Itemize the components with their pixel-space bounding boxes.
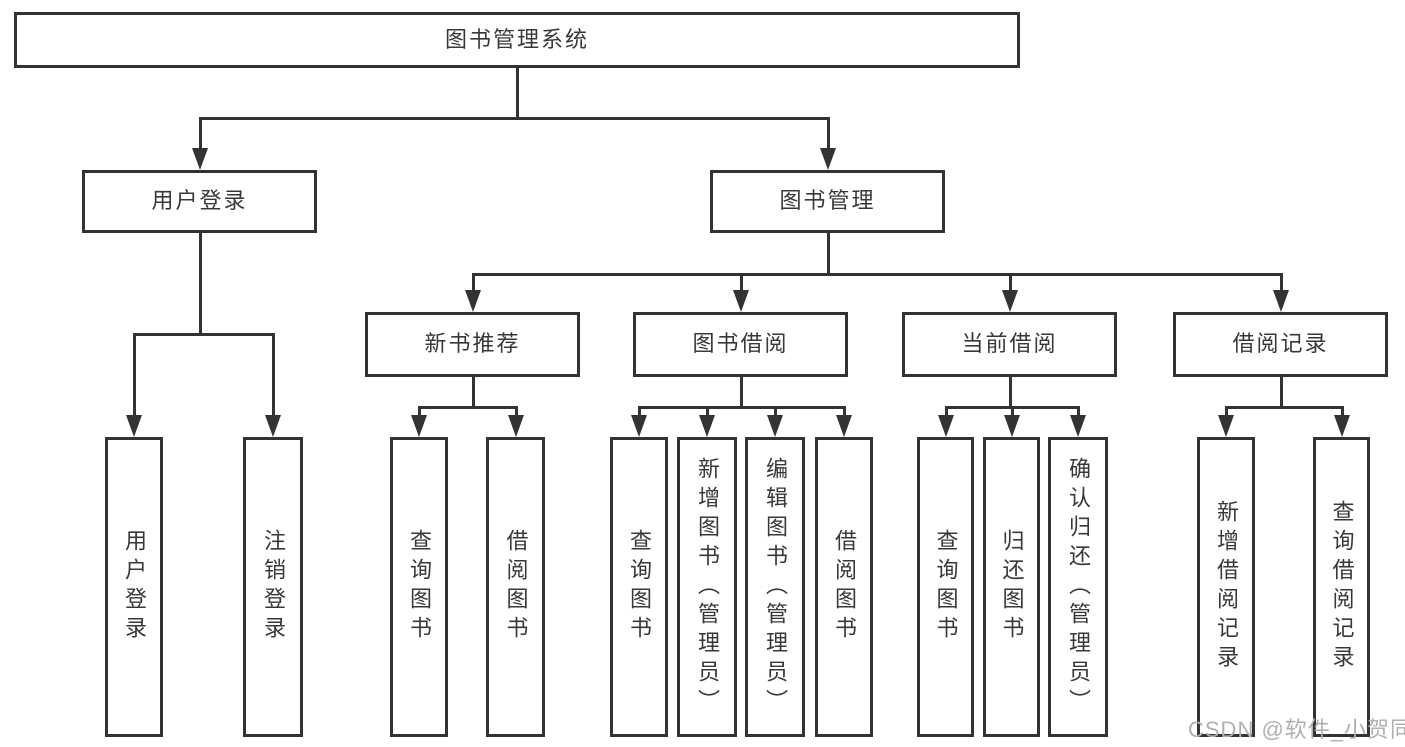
connector-bus-book-management <box>471 273 1283 276</box>
arrowhead-down-bb-query-books <box>631 415 647 437</box>
arrowhead-down-user-login <box>126 415 142 437</box>
arrowhead-down-new-book-recommend <box>465 290 481 312</box>
connector-drop-nb-borrow-books <box>514 406 518 419</box>
arrowhead-down-user-login-branch <box>192 148 208 170</box>
node-book-management: 图书管理 <box>710 170 945 233</box>
node-label-bb-borrow-books: 借阅图书 <box>832 529 857 645</box>
node-label-br-query-record: 查询借阅记录 <box>1329 500 1355 674</box>
arrowhead-down-nb-borrow-books <box>508 415 524 437</box>
node-cb-return-books: 归还图书 <box>983 437 1040 737</box>
node-new-book-recommend: 新书推荐 <box>365 312 580 377</box>
connector-drop-cb-query-books <box>944 406 948 419</box>
arrowhead-down-book-management <box>820 148 836 170</box>
arrowhead-down-bb-add-books <box>699 415 715 437</box>
connector-drop-book-management <box>826 117 830 152</box>
connector-drop-br-add-record <box>1224 406 1228 419</box>
node-label-nb-borrow-books: 借阅图书 <box>503 529 529 645</box>
node-label-user-login-branch: 用户登录 <box>151 188 248 214</box>
node-cb-query-books: 查询图书 <box>917 437 974 737</box>
connector-stem-new-book-recommend <box>471 377 475 409</box>
connector-drop-cb-confirm-return <box>1076 406 1080 419</box>
node-current-borrow: 当前借阅 <box>902 312 1117 377</box>
connector-drop-new-book-recommend <box>471 273 475 294</box>
node-br-add-record: 新增借阅记录 <box>1197 437 1255 737</box>
node-nb-query-books: 查询图书 <box>390 437 448 737</box>
connector-drop-br-query-record <box>1340 406 1344 419</box>
node-label-cb-return-books: 归还图书 <box>999 529 1025 645</box>
arrowhead-down-cb-return-books <box>1004 415 1020 437</box>
node-br-query-record: 查询借阅记录 <box>1313 437 1370 737</box>
connector-stem-book-borrow <box>739 377 743 409</box>
arrowhead-down-cb-query-books <box>938 415 954 437</box>
connector-drop-logout <box>271 333 275 419</box>
node-library-system: 图书管理系统 <box>14 12 1020 68</box>
node-label-br-add-record: 新增借阅记录 <box>1214 500 1239 674</box>
connector-stem-current-borrow <box>1008 377 1012 409</box>
node-bb-borrow-books: 借阅图书 <box>815 437 873 737</box>
node-cb-confirm-return: 确认归还（管理员） <box>1048 437 1108 737</box>
node-label-user-login: 用户登录 <box>122 529 147 645</box>
node-nb-borrow-books: 借阅图书 <box>486 437 545 737</box>
connector-bus-book-borrow <box>637 406 846 409</box>
arrowhead-down-br-query-record <box>1334 415 1350 437</box>
node-borrow-records: 借阅记录 <box>1173 312 1388 377</box>
connector-drop-book-borrow <box>739 273 743 294</box>
connector-drop-current-borrow <box>1008 273 1012 294</box>
arrowhead-down-cb-confirm-return <box>1070 415 1086 437</box>
node-label-bb-edit-books: 编辑图书（管理员） <box>763 456 788 718</box>
connector-stem-borrow-records <box>1279 377 1283 409</box>
connector-stem-library-system <box>515 68 519 120</box>
node-label-new-book-recommend: 新书推荐 <box>424 331 521 357</box>
arrowhead-down-bb-borrow-books <box>836 415 852 437</box>
node-bb-edit-books: 编辑图书（管理员） <box>745 437 805 737</box>
node-user-login-branch: 用户登录 <box>82 170 317 233</box>
arrowhead-down-bb-edit-books <box>767 415 783 437</box>
connector-drop-bb-add-books <box>705 406 709 419</box>
node-label-current-borrow: 当前借阅 <box>961 331 1058 357</box>
connector-drop-cb-return-books <box>1010 406 1014 419</box>
node-label-book-borrow: 图书借阅 <box>692 331 789 357</box>
node-book-borrow: 图书借阅 <box>633 312 848 377</box>
connector-drop-user-login <box>132 333 136 419</box>
node-label-bb-add-books: 新增图书（管理员） <box>695 456 720 718</box>
arrowhead-down-logout <box>265 415 281 437</box>
node-label-book-management: 图书管理 <box>779 188 876 214</box>
connector-bus-user-login-branch <box>132 333 275 336</box>
node-label-library-system: 图书管理系统 <box>444 26 589 52</box>
arrowhead-down-nb-query-books <box>411 415 427 437</box>
node-label-borrow-records: 借阅记录 <box>1232 331 1329 357</box>
node-label-nb-query-books: 查询图书 <box>407 529 432 645</box>
node-bb-add-books: 新增图书（管理员） <box>677 437 737 737</box>
node-label-logout: 注销登录 <box>261 529 286 645</box>
arrowhead-down-br-add-record <box>1218 415 1234 437</box>
connector-bus-new-book-recommend <box>417 406 518 409</box>
node-bb-query-books: 查询图书 <box>610 437 668 737</box>
connector-stem-user-login-branch <box>198 233 202 336</box>
arrowhead-down-book-borrow <box>733 290 749 312</box>
arrowhead-down-current-borrow <box>1002 290 1018 312</box>
csdn-watermark: CSDN @软件_小贺同学 <box>1188 717 1405 742</box>
node-label-cb-confirm-return: 确认归还（管理员） <box>1066 456 1091 718</box>
node-label-bb-query-books: 查询图书 <box>627 529 652 645</box>
connector-drop-user-login-branch <box>198 117 202 152</box>
connector-drop-borrow-records <box>1279 273 1283 294</box>
connector-drop-nb-query-books <box>417 406 421 419</box>
connector-drop-bb-borrow-books <box>842 406 846 419</box>
connector-drop-bb-query-books <box>637 406 641 419</box>
connector-bus-library-system <box>198 117 830 120</box>
arrowhead-down-borrow-records <box>1273 290 1289 312</box>
connector-stem-book-management <box>826 233 830 276</box>
connector-bus-borrow-records <box>1224 406 1344 409</box>
node-logout: 注销登录 <box>243 437 303 737</box>
node-user-login: 用户登录 <box>105 437 163 737</box>
connector-drop-bb-edit-books <box>773 406 777 419</box>
node-label-cb-query-books: 查询图书 <box>933 529 959 645</box>
